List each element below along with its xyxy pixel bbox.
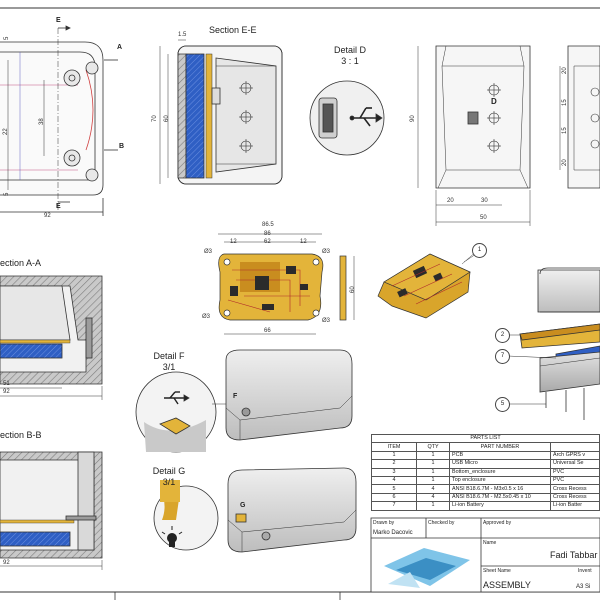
marker-d: D — [491, 97, 497, 106]
dim-side-90: 90 — [410, 115, 416, 122]
marker-e-bottom: E — [56, 203, 61, 210]
dim-ee-70: 70 — [152, 115, 158, 122]
table-row: 5 4 ANSI B18.6.7M - M3x0.5 x 16 Cross Re… — [371, 484, 600, 494]
parts-header-qty: QTY — [416, 442, 450, 452]
table-row: 4 1 Top enclosure PVC — [371, 475, 600, 486]
parts-list-title: PARTS LIST — [371, 433, 600, 444]
dim-pcb-62: 62 — [264, 239, 271, 245]
marker-f: F — [233, 393, 238, 400]
section-bb-view — [0, 451, 103, 570]
dim-pcb-d3b: Ø3 — [322, 249, 331, 255]
dim-right-15a: 15 — [562, 99, 568, 106]
dim-side-30: 30 — [481, 198, 488, 204]
enclosure-iso-f — [225, 349, 353, 441]
balloon-2: 2 — [495, 328, 510, 343]
approved-by-label: Approved by — [483, 520, 512, 526]
dim-pcb-86: 86 — [264, 231, 271, 237]
parts-header-extra — [550, 442, 600, 452]
parts-list-table: PARTS LIST ITEM QTY PART NUMBER 1 1 PCB … — [371, 433, 600, 511]
section-ee-view — [159, 39, 283, 185]
parts-header-part-number: PART NUMBER — [449, 442, 551, 452]
dim-right-20a: 20 — [562, 67, 568, 74]
section-aa-label: ection A-A — [0, 258, 42, 268]
name-value: Fadi Tabbar — [550, 550, 598, 560]
table-row: 6 4 ANSI B18.6.7M - M2.5x0.45 x 10 Cross… — [371, 492, 600, 503]
detail-d-label: Detail D — [333, 45, 367, 55]
side-view — [417, 45, 531, 226]
exploded-assembly-view — [507, 267, 600, 420]
drawn-by-label: Drawn by — [373, 520, 395, 526]
dim-side-50: 50 — [480, 215, 487, 221]
marker-g: G — [240, 502, 246, 509]
top-view — [0, 25, 118, 216]
detail-f-label: Detail F — [153, 351, 185, 361]
dim-pcb-d3d: Ø3 — [322, 318, 331, 324]
table-row: 1 1 PCB Arch GPRS v — [371, 450, 600, 461]
dim-pcb-12a: 12 — [230, 239, 237, 245]
section-ee-label: Section E-E — [209, 25, 257, 35]
name-label: Name — [483, 540, 497, 546]
dim-ee-60: 60 — [164, 115, 170, 122]
balloon-1: 1 — [472, 243, 487, 258]
detail-d-scale: 3 : 1 — [341, 56, 359, 66]
dim-bb-92: 92 — [3, 560, 10, 566]
dim-right-20b: 20 — [562, 159, 568, 166]
detail-f-view — [135, 371, 236, 453]
enclosure-iso-g — [227, 467, 357, 553]
dim-right-15b: 15 — [562, 127, 568, 134]
dim-pcb-12b: 12 — [300, 239, 307, 245]
table-row: 2 1 USB Micro Universal Se — [371, 459, 600, 469]
dim-pcb-60: 60 — [350, 286, 356, 293]
dim-top-92: 92 — [44, 213, 51, 219]
table-row: 3 1 Bottom_enclosure PVC — [371, 467, 600, 477]
detail-g-label: Detail G — [152, 466, 186, 476]
detail-g-view — [153, 480, 219, 551]
parts-header-item: ITEM — [371, 442, 417, 452]
dim-top-38: 38 — [39, 118, 45, 125]
balloon-5: 5 — [495, 397, 510, 412]
sheet-name-label: Sheet Name — [483, 568, 511, 574]
detail-d-view — [309, 80, 385, 156]
dim-top-5b: 5 — [4, 192, 10, 196]
right-view — [559, 45, 600, 189]
pcb-top-view — [218, 233, 355, 335]
sheet-size: A3 Si — [576, 584, 591, 590]
pcb-iso-view — [377, 253, 477, 319]
dim-aa-92: 92 — [3, 389, 10, 395]
section-aa-view — [0, 275, 103, 400]
dim-side-20: 20 — [447, 198, 454, 204]
sheet-name-value: ASSEMBLY — [483, 580, 531, 590]
dim-pcb-66: 66 — [264, 328, 271, 334]
section-bb-label: ection B-B — [0, 430, 42, 440]
inventor-label: Invent — [578, 568, 592, 574]
logo-image — [384, 548, 470, 588]
drawn-by-value: Marko Dacovic — [373, 530, 413, 536]
dim-top-5: 5 — [4, 36, 10, 40]
checked-by-label: Checked by — [428, 520, 455, 526]
detail-g-scale: 3/1 — [162, 477, 176, 487]
dim-top-22: 22 — [3, 128, 9, 135]
marker-b: B — [119, 143, 125, 150]
dim-ee-15: 1.5 — [178, 32, 187, 38]
balloon-7: 7 — [495, 349, 510, 364]
marker-a: A — [117, 44, 123, 51]
marker-e-top: E — [56, 17, 61, 24]
detail-f-scale: 3/1 — [162, 362, 176, 372]
table-row: 7 1 Li-ion Battery Li-ion Batter — [371, 501, 600, 511]
dim-pcb-865: 86.5 — [262, 222, 274, 228]
dim-aa-51: 51 — [3, 381, 10, 387]
dim-pcb-d3a: Ø3 — [204, 249, 213, 255]
dim-pcb-d3c: Ø3 — [202, 314, 211, 320]
